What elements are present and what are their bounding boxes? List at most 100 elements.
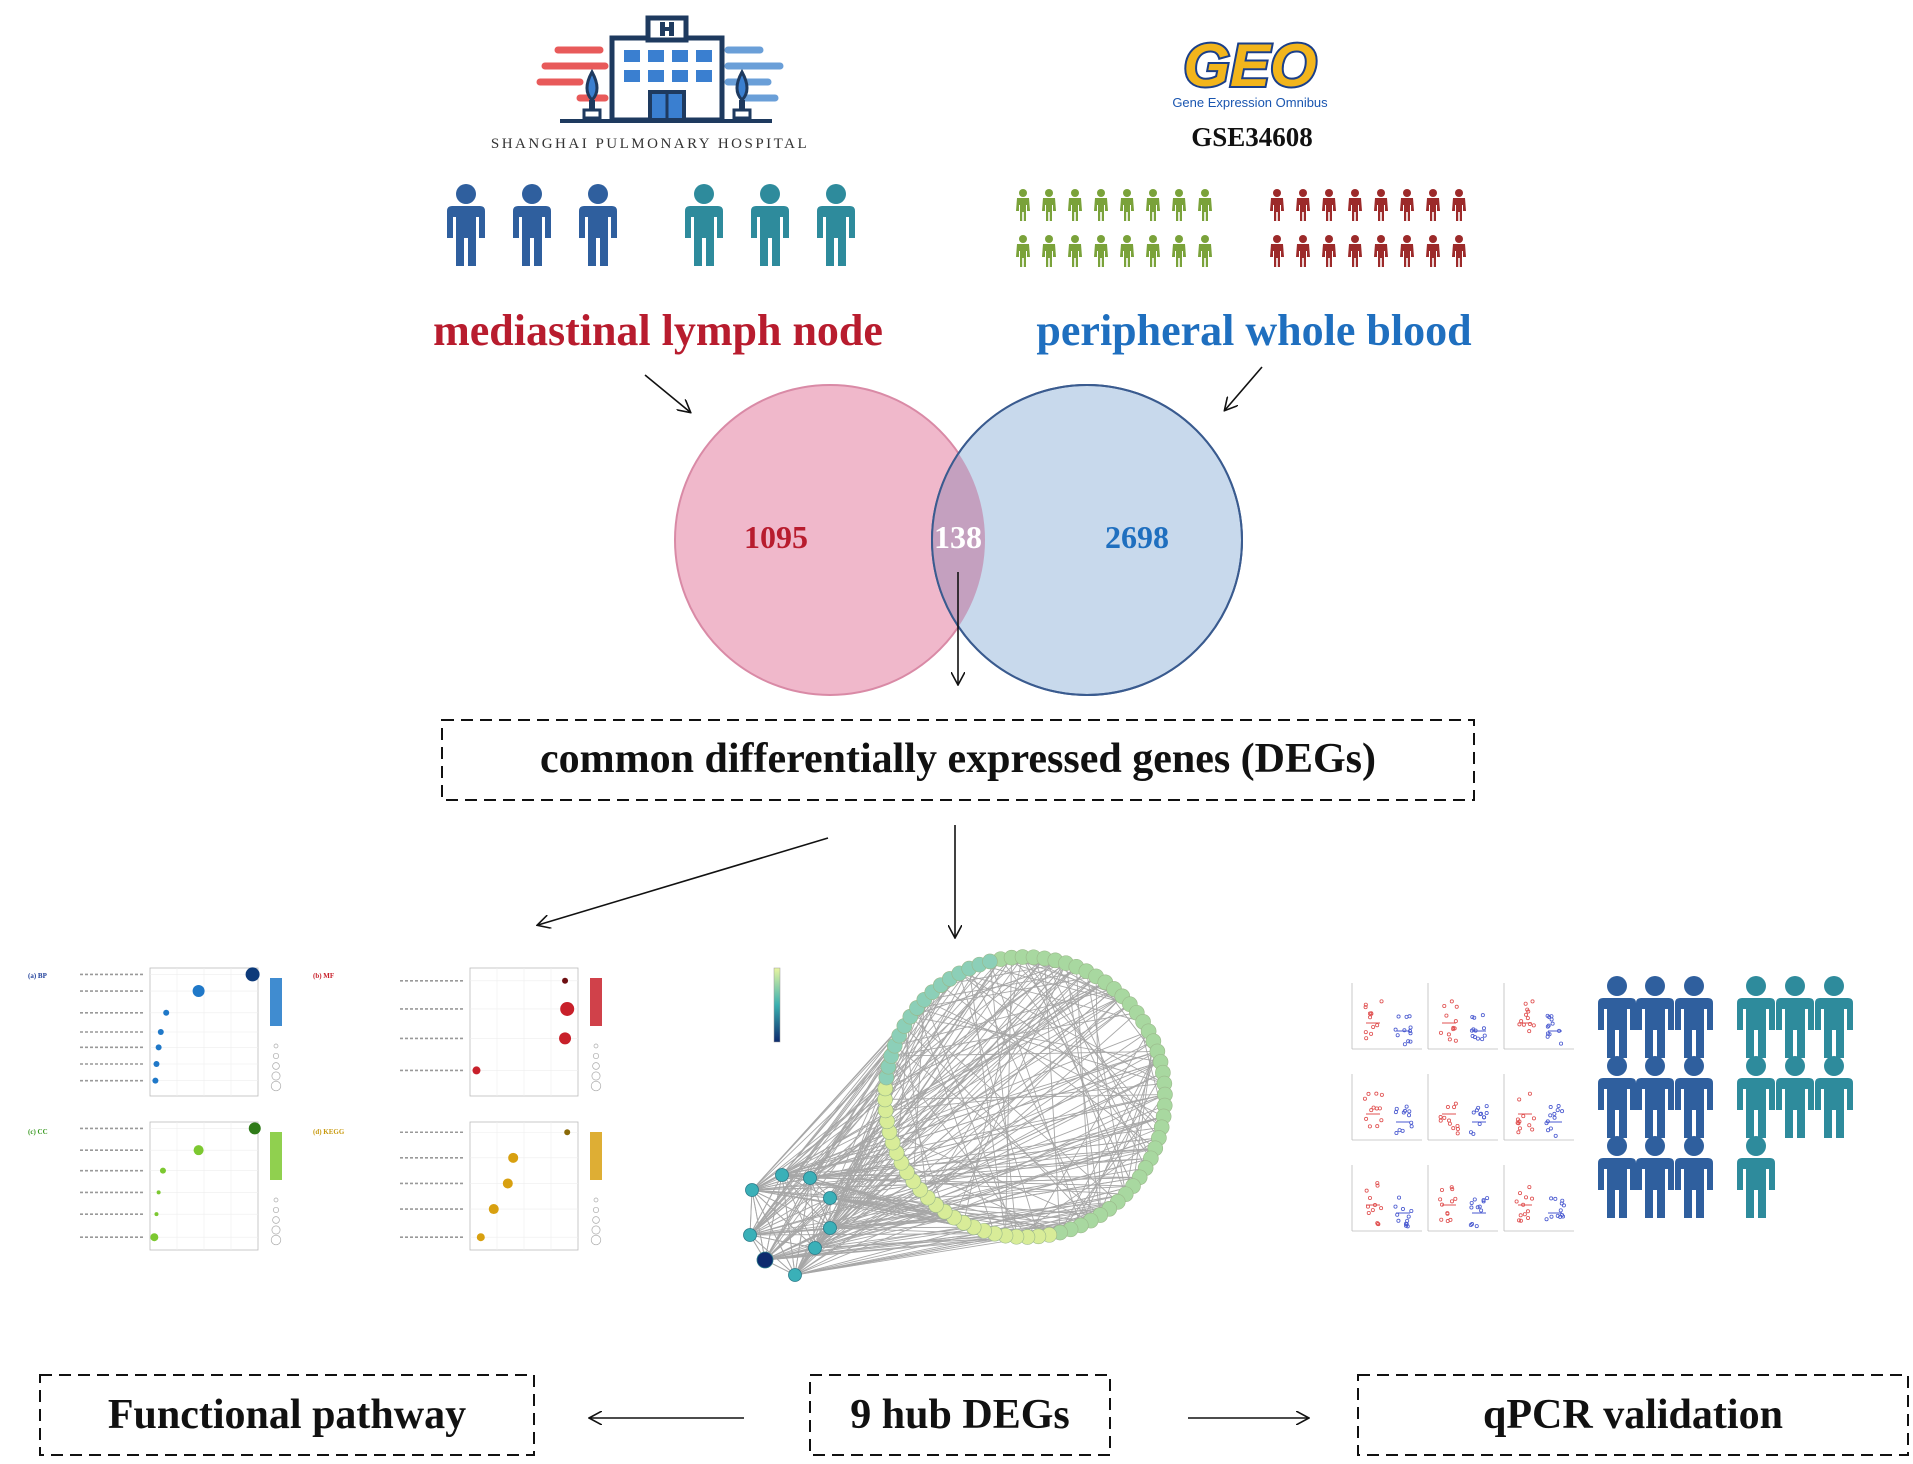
hospital-name: SHANGHAI PULMONARY HOSPITAL bbox=[491, 136, 809, 152]
qpcr-scatter-panel bbox=[1503, 1165, 1574, 1232]
enrichment-colorbar bbox=[590, 978, 602, 1026]
ppi-network-graph bbox=[743, 949, 1173, 1282]
qpcr-scatter-panel bbox=[1427, 983, 1498, 1050]
cohort-person-icon bbox=[1400, 235, 1414, 267]
enrichment-dot bbox=[248, 1122, 261, 1135]
cohort-person-icon bbox=[1016, 235, 1030, 267]
cohort-person-icon bbox=[1270, 235, 1284, 267]
enrichment-dot bbox=[193, 1145, 204, 1156]
enrichment-panel-title: (d) KEGG bbox=[313, 1128, 345, 1136]
cohort-person-icon bbox=[1094, 235, 1108, 267]
cohort-person-icon bbox=[1348, 189, 1362, 221]
hub-gene-node bbox=[788, 1268, 802, 1282]
hub-gene-node bbox=[803, 1171, 817, 1185]
enrichment-dot bbox=[472, 1066, 481, 1075]
venn-diagram bbox=[674, 384, 1243, 696]
qpcr-validation-box bbox=[1357, 1374, 1909, 1456]
mediastinal-cohort-people-icon bbox=[447, 184, 855, 266]
cohort-person-icon bbox=[1374, 189, 1388, 221]
venn-count-overlap: 138 bbox=[934, 519, 982, 555]
cohort-person-icon bbox=[1400, 189, 1414, 221]
geo-logo-text: GEO bbox=[1183, 32, 1316, 99]
enrichment-dotplots: (a) BP (b) MF (c) CC (d) KEGG bbox=[28, 967, 602, 1251]
enrichment-dot bbox=[245, 967, 260, 982]
enrichment-dot bbox=[152, 1077, 159, 1084]
enrichment-colorbar bbox=[270, 978, 282, 1026]
common-degs-box bbox=[441, 719, 1475, 801]
hub-gene-node bbox=[823, 1191, 837, 1205]
enrichment-dot bbox=[508, 1152, 519, 1163]
arrow-blood-to-venn bbox=[1225, 366, 1263, 410]
validation-cohort-people-icon bbox=[1598, 976, 1853, 1218]
enrichment-dot bbox=[159, 1167, 166, 1174]
cohort-person-icon bbox=[1120, 189, 1134, 221]
cohort-person-icon bbox=[1426, 189, 1440, 221]
enrichment-panel: (c) CC bbox=[28, 1121, 282, 1251]
qpcr-scatter-grid bbox=[1351, 983, 1574, 1232]
qpcr-scatter-panel bbox=[1503, 983, 1574, 1050]
cohort-person-icon bbox=[1348, 235, 1362, 267]
qpcr-scatter-panel bbox=[1427, 1165, 1498, 1232]
cohort-person-icon bbox=[1172, 235, 1186, 267]
cohort-person-icon bbox=[1016, 189, 1030, 221]
cohort-person-icon bbox=[1172, 189, 1186, 221]
functional-pathway-label: Functional pathway bbox=[108, 1392, 466, 1438]
cohort-person-icon bbox=[1146, 189, 1160, 221]
enrichment-dot bbox=[488, 1204, 499, 1215]
enrichment-panel-title: (c) CC bbox=[28, 1128, 48, 1136]
hub-degs-label: 9 hub DEGs bbox=[850, 1392, 1069, 1438]
cohort-person-icon bbox=[1270, 189, 1284, 221]
cohort-person-icon bbox=[1198, 235, 1212, 267]
enrichment-panel-title: (b) MF bbox=[313, 972, 334, 980]
cohort-person-icon bbox=[1296, 189, 1310, 221]
hub-gene-node bbox=[743, 1228, 757, 1242]
hub-gene-node bbox=[823, 1221, 837, 1235]
geo-tagline: Gene Expression Omnibus bbox=[1172, 95, 1328, 110]
qpcr-scatter-panel bbox=[1351, 983, 1422, 1050]
enrichment-dot bbox=[559, 1032, 572, 1045]
cohort-person-icon bbox=[1426, 235, 1440, 267]
cohort-person-icon bbox=[1198, 189, 1212, 221]
cohort-person-icon bbox=[1042, 235, 1056, 267]
enrichment-dot bbox=[564, 1129, 571, 1136]
enrichment-dot bbox=[476, 1233, 485, 1242]
venn-count-lymph-only: 1095 bbox=[744, 519, 808, 555]
arrow-lymph-to-venn bbox=[644, 374, 690, 412]
enrichment-dot bbox=[502, 1178, 513, 1189]
enrichment-dot bbox=[157, 1029, 164, 1035]
cohort-person-icon bbox=[1068, 189, 1082, 221]
hospital-building-icon bbox=[536, 15, 784, 123]
cohort-person-icon bbox=[1452, 235, 1466, 267]
tissue-label-lymph-node: mediastinal lymph node bbox=[433, 306, 883, 355]
hub-gene-node bbox=[745, 1183, 759, 1197]
tissue-label-whole-blood: peripheral whole blood bbox=[1036, 306, 1471, 355]
enrichment-panel: (a) BP bbox=[28, 967, 282, 1097]
functional-pathway-box bbox=[39, 1374, 535, 1456]
enrichment-dot bbox=[154, 1212, 159, 1217]
enrichment-dot bbox=[155, 1044, 162, 1051]
enrichment-dot bbox=[150, 1233, 159, 1242]
hub-gene-node bbox=[756, 1251, 774, 1269]
blood-cohort-people-icon bbox=[1016, 189, 1466, 267]
cohort-person-icon bbox=[1374, 235, 1388, 267]
hub-gene-node bbox=[775, 1168, 789, 1182]
cohort-person-icon bbox=[1452, 189, 1466, 221]
cohort-person-icon bbox=[1146, 235, 1160, 267]
enrichment-dot bbox=[153, 1061, 160, 1067]
cohort-person-icon bbox=[1322, 235, 1336, 267]
qpcr-scatter-panel bbox=[1351, 1074, 1422, 1141]
arrow-degs-to-enrichment bbox=[538, 837, 829, 925]
cohort-person-icon bbox=[1094, 189, 1108, 221]
enrichment-colorbar bbox=[590, 1132, 602, 1180]
geo-accession: GSE34608 bbox=[1191, 122, 1313, 152]
enrichment-panel: (b) MF bbox=[313, 967, 602, 1097]
common-degs-label: common differentially expressed genes (D… bbox=[540, 736, 1376, 782]
enrichment-dot bbox=[163, 1009, 170, 1016]
cohort-person-icon bbox=[1296, 235, 1310, 267]
network-node bbox=[982, 953, 998, 970]
qpcr-scatter-panel bbox=[1427, 1074, 1498, 1141]
enrichment-dot bbox=[562, 977, 569, 984]
qpcr-scatter-panel bbox=[1503, 1074, 1574, 1141]
qpcr-validation-label: qPCR validation bbox=[1483, 1392, 1783, 1438]
